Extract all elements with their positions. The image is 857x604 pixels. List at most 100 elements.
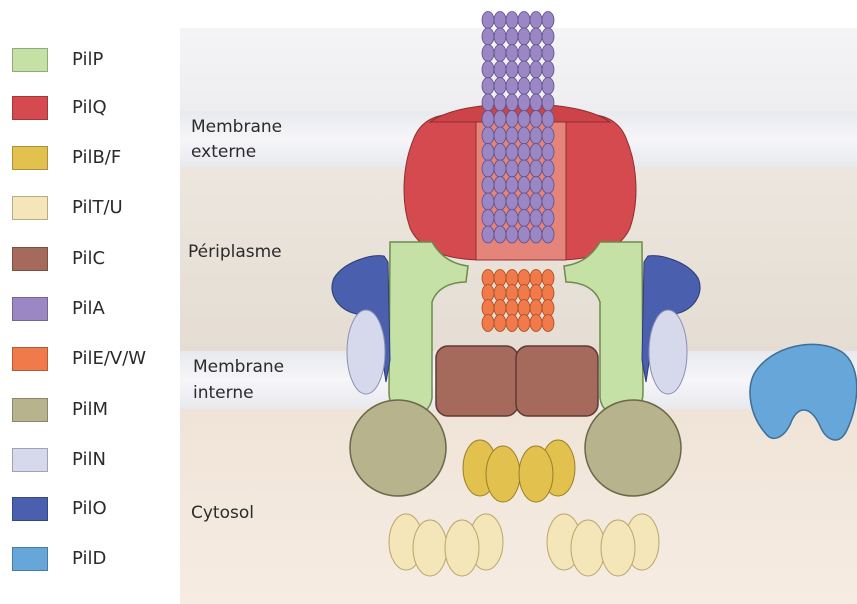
pila-subunit: [530, 61, 542, 78]
pila-subunit: [518, 111, 530, 128]
pile-v-w-subunit: [542, 285, 554, 302]
pile-v-w-subunit: [542, 315, 554, 332]
pila-subunit: [530, 226, 542, 243]
pila-subunit: [482, 226, 494, 243]
pila-subunit: [506, 111, 518, 128]
pile-v-w-subunit: [482, 270, 494, 287]
pila-subunit: [530, 28, 542, 45]
pila-subunit: [494, 45, 506, 62]
pila-subunit: [506, 210, 518, 227]
pile-v-w-subunit: [518, 285, 530, 302]
pila-subunit: [542, 28, 554, 45]
pila-subunit: [506, 94, 518, 111]
pila-subunit: [542, 226, 554, 243]
pila-subunit: [542, 127, 554, 144]
pile-v-w-subunit: [518, 270, 530, 287]
pila-subunit: [482, 193, 494, 210]
pile-v-w-subunit: [482, 315, 494, 332]
pila-subunit: [542, 144, 554, 161]
pila-subunit: [518, 28, 530, 45]
pile-v-w-subunit: [530, 285, 542, 302]
pila-subunit: [494, 193, 506, 210]
pila-subunit: [482, 144, 494, 161]
pila-subunit: [530, 78, 542, 95]
pile-v-w-subunit: [542, 270, 554, 287]
pila-subunit: [506, 144, 518, 161]
pila-subunit: [518, 127, 530, 144]
pile-v-w-subunit: [518, 300, 530, 317]
piln-right: [649, 310, 687, 394]
pilt-u-subunit: [601, 520, 635, 576]
pila-subunit: [518, 45, 530, 62]
pila-subunit: [494, 160, 506, 177]
pila-subunit: [518, 61, 530, 78]
inner-membrane-label-line2: interne: [193, 383, 254, 403]
pila-subunit: [542, 45, 554, 62]
pila-subunit: [518, 144, 530, 161]
pile-v-w-subunit: [530, 270, 542, 287]
pila-subunit: [530, 210, 542, 227]
pila-subunit: [506, 78, 518, 95]
pila-subunit: [518, 12, 530, 29]
pila-subunit: [494, 111, 506, 128]
pila-subunit: [518, 177, 530, 194]
pile-v-w-subunit: [494, 270, 506, 287]
pila-subunit: [542, 111, 554, 128]
pila-subunit: [542, 94, 554, 111]
pila-subunit: [494, 61, 506, 78]
pila-subunit: [506, 28, 518, 45]
pile-v-w-subunit: [482, 300, 494, 317]
pila-subunit: [530, 193, 542, 210]
pila-subunit: [518, 210, 530, 227]
pila-subunit: [506, 226, 518, 243]
piln-left: [347, 310, 385, 394]
cytosol-label: Cytosol: [191, 503, 254, 523]
pile-v-w-subunit: [506, 315, 518, 332]
pila-subunit: [506, 177, 518, 194]
pila-subunit: [482, 111, 494, 128]
pila-subunit: [530, 144, 542, 161]
pilm-left: [350, 400, 446, 496]
pila-subunit: [494, 210, 506, 227]
outer-membrane-label-line1: Membrane: [191, 117, 282, 137]
pile-v-w-subunit: [494, 285, 506, 302]
pila-subunit: [518, 78, 530, 95]
pila-subunit: [530, 160, 542, 177]
pila-subunit: [542, 78, 554, 95]
cytosol-region: [180, 409, 857, 604]
pila-subunit: [518, 193, 530, 210]
pila-subunit: [482, 94, 494, 111]
pila-subunit: [482, 78, 494, 95]
pilq-right-lobe: [556, 114, 636, 260]
periplasm-label: Périplasme: [188, 242, 282, 262]
pila-subunit: [542, 177, 554, 194]
pila-subunit: [542, 210, 554, 227]
pila-subunit: [494, 78, 506, 95]
pile-v-w-subunit: [482, 285, 494, 302]
pila-subunit: [482, 61, 494, 78]
pila-subunit: [506, 61, 518, 78]
pile-v-w-subunit: [530, 300, 542, 317]
pila-subunit: [530, 12, 542, 29]
pila-subunit: [494, 94, 506, 111]
pila-subunit: [506, 12, 518, 29]
pila-subunit: [530, 127, 542, 144]
pile-v-w-subunit: [542, 300, 554, 317]
pilt-u-subunit: [413, 520, 447, 576]
pile-v-w-subunit: [494, 315, 506, 332]
pilm-right: [585, 400, 681, 496]
pila-subunit: [494, 144, 506, 161]
pila-subunit: [530, 94, 542, 111]
pila-subunit: [482, 177, 494, 194]
pile-v-w-subunit: [506, 300, 518, 317]
pila-subunit: [482, 210, 494, 227]
pile-v-w-subunit: [506, 285, 518, 302]
pile-v-w-subunit: [494, 300, 506, 317]
pila-subunit: [518, 94, 530, 111]
pila-subunit: [542, 193, 554, 210]
pilc-right: [516, 346, 598, 416]
pila-subunit: [506, 193, 518, 210]
pilt-u-subunit: [445, 520, 479, 576]
pila-subunit: [494, 127, 506, 144]
